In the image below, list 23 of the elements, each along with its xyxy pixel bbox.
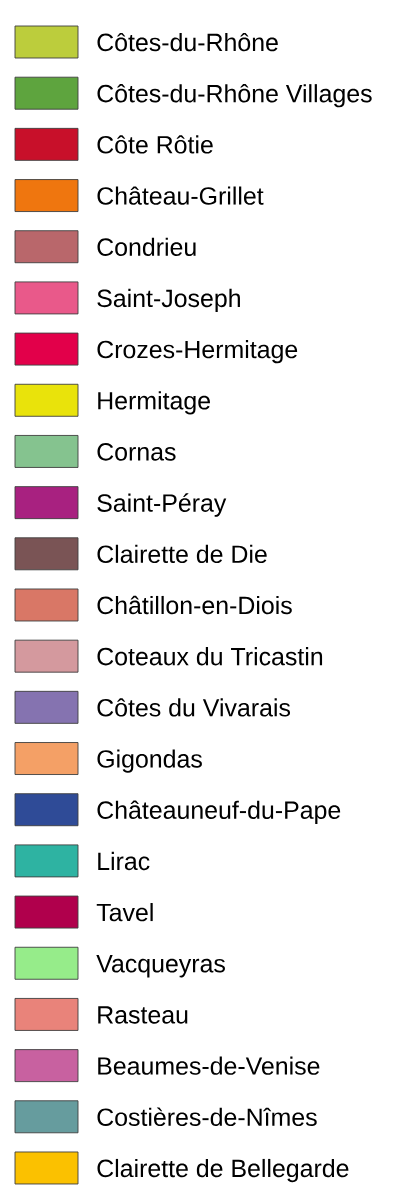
legend-label: Gigondas <box>97 749 202 773</box>
legend-label: Cornas <box>97 443 176 461</box>
legend-label: Hermitage <box>98 391 210 415</box>
legend-label: Château-Grillet <box>97 186 264 205</box>
legend-label: Clairette de Bellegarde <box>97 1158 349 1183</box>
legend-label: Coteaux du Tricastin <box>97 647 323 666</box>
legend-label: Côtes du Vivarais <box>97 698 290 717</box>
legend-label: Beaumes-de-Venise <box>98 1056 320 1075</box>
legend-label: Clairette de Die <box>97 544 267 564</box>
legend-label: Crozes-Hermitage <box>97 340 298 364</box>
legend-label: Costières-de-Nîmes <box>97 1107 317 1127</box>
legend-label: Lirac <box>98 851 150 871</box>
legend-label: Saint-Joseph <box>97 288 240 313</box>
legend-label: Condrieu <box>97 237 196 256</box>
legend-label: Côtes-du-Rhône <box>97 32 278 52</box>
legend-label: Côtes-du-Rhône Villages <box>97 84 372 108</box>
legend-label: Rasteau <box>98 1006 188 1024</box>
legend-label: Tavel <box>96 903 153 922</box>
legend-label: Châteauneuf-du-Pape <box>97 800 341 824</box>
legend-label: Châtillon-en-Diois <box>97 595 292 615</box>
legend-label: Côte Rôtie <box>97 135 213 154</box>
legend-label: Saint-Péray <box>97 493 227 517</box>
legend-label: Vacqueyras <box>96 955 225 978</box>
